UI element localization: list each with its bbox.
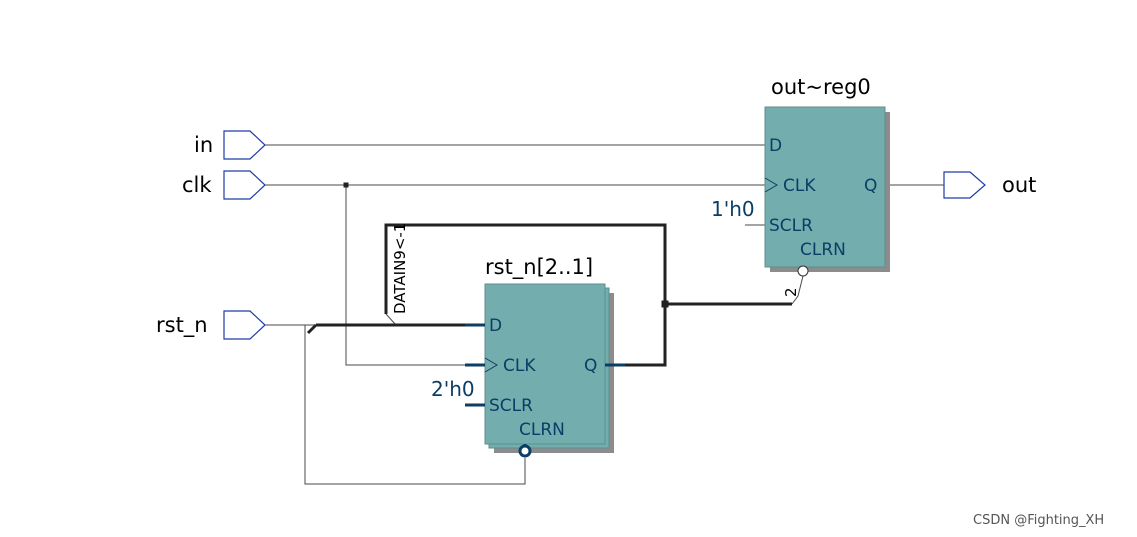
clock-triangle-icon <box>764 177 778 193</box>
watermark: CSDN @Fighting_XH <box>973 513 1104 528</box>
wire-clk-to-rst-reg[interactable] <box>345 185 485 366</box>
pin-rst-clk: CLK <box>503 356 536 376</box>
clock-triangle-icon <box>484 357 498 373</box>
bus-feedback[interactable] <box>384 223 667 367</box>
wire-rst-n-feed[interactable] <box>265 324 526 485</box>
pin-rst-q: Q <box>584 356 597 376</box>
junction-bus <box>661 300 669 308</box>
bus-rst-to-d[interactable] <box>306 323 318 335</box>
register-rst-n-body <box>484 283 606 445</box>
port-in[interactable] <box>223 130 266 160</box>
const-rst-sclr: 2'h0 <box>431 377 475 401</box>
register-rst-n[interactable] <box>465 283 625 458</box>
register-out-reg0-body <box>764 106 886 268</box>
pin-out-clk: CLK <box>783 176 816 196</box>
pin-out-sclr: SCLR <box>769 216 813 236</box>
bus-wires <box>306 223 792 367</box>
port-in-label: in <box>194 133 213 157</box>
pin-out-d: D <box>769 136 782 156</box>
port-out[interactable] <box>943 171 986 199</box>
wire-clrn-tap[interactable] <box>791 275 804 305</box>
register-out-reg0[interactable] <box>764 106 890 277</box>
port-clk[interactable] <box>223 170 266 200</box>
pin-rst-d: D <box>489 316 502 336</box>
port-rst-n-label: rst_n <box>156 313 208 338</box>
pin-rst-sclr: SCLR <box>489 396 533 416</box>
register-rst-n-title: rst_n[2..1] <box>485 255 593 280</box>
bus-label-tap-index: 2 <box>782 287 800 297</box>
register-out-reg0-title: out~reg0 <box>771 75 871 99</box>
port-clk-label: clk <box>182 173 212 197</box>
port-in-symbol <box>223 130 266 160</box>
clrn-inversion-bubble <box>797 265 809 277</box>
port-clk-symbol <box>223 170 266 200</box>
port-rst-n[interactable] <box>223 310 266 340</box>
pin-rst-clrn: CLRN <box>519 420 565 440</box>
junction-clk <box>343 182 349 188</box>
port-out-symbol <box>943 171 986 199</box>
port-out-label: out <box>1002 173 1036 197</box>
clrn-inversion-bubble <box>518 444 532 458</box>
const-out-sclr: 1'h0 <box>711 197 755 221</box>
pin-out-clrn: CLRN <box>800 240 846 260</box>
port-rst-n-symbol <box>223 310 266 340</box>
bus-label-datain: DATAIN9<-1 <box>391 223 409 314</box>
wire-datain-tap <box>385 313 397 326</box>
pin-out-q: Q <box>864 176 877 196</box>
